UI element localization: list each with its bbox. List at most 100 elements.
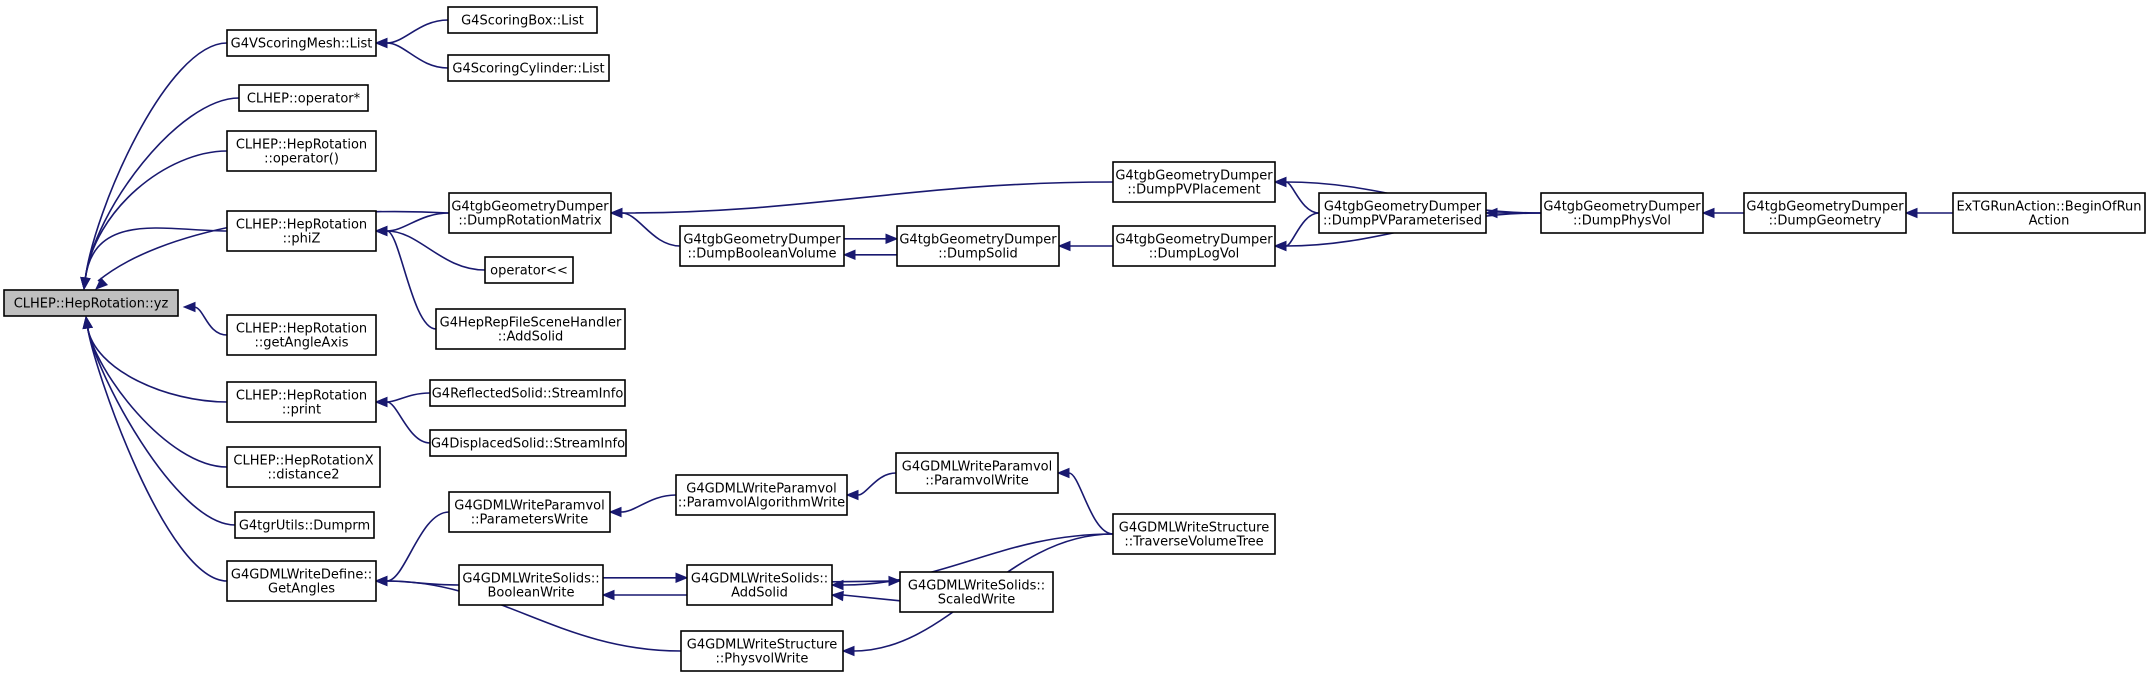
edge-arrowhead (182, 301, 196, 313)
node-getangles[interactable]: G4GDMLWriteDefine::GetAngles (226, 560, 377, 602)
node-label: ::DumpBooleanVolume (688, 247, 837, 262)
edge-distance2-to-yz (82, 315, 228, 468)
edge-arrowhead (82, 315, 93, 330)
node-label: G4tgbGeometryDumper (1115, 169, 1273, 184)
edge-dumpphysvol-to-dumppvparam (1484, 207, 1541, 219)
node-label: CLHEP::HepRotation (236, 389, 367, 404)
node-distance2[interactable]: CLHEP::HepRotationX::distance2 (226, 446, 381, 488)
node-label: G4tgbGeometryDumper (899, 233, 1057, 248)
node-dumppvparam[interactable]: G4tgbGeometryDumper::DumpPVParameterised (1318, 192, 1487, 234)
node-dumpbool[interactable]: G4tgbGeometryDumper::DumpBooleanVolume (679, 225, 845, 267)
node-box (435, 308, 626, 350)
call-nodes: CLHEP::HepRotation::yz G4VScoringMesh::Li… (3, 6, 2146, 672)
edge-arrowhead (1057, 240, 1071, 252)
edge-arrowhead (675, 572, 689, 584)
node-sbox_list[interactable]: G4ScoringBox::List (447, 6, 598, 34)
edge-hrfs_addsolid-to-phiz (374, 225, 437, 330)
node-yz[interactable]: CLHEP::HepRotation::yz (3, 289, 179, 317)
node-box (447, 54, 610, 82)
edge-arrowhead (1904, 207, 1918, 219)
edge-paramvolwrite-to-paramalgo (845, 472, 897, 501)
node-label: G4ScoringCylinder::List (452, 62, 604, 77)
node-box (1112, 161, 1276, 203)
node-box (1743, 192, 1907, 234)
edge-line (386, 212, 450, 232)
edge-beginofrun-to-dumpgeom (1904, 207, 1953, 219)
node-box (448, 491, 611, 533)
node-physvolwrite[interactable]: G4GDMLWriteStructure::PhysvolWrite (680, 630, 844, 672)
node-refl_stream[interactable]: G4ReflectedSolid::StreamInfo (429, 379, 626, 407)
node-traverse[interactable]: G4GDMLWriteStructure::TraverseVolumeTree (1112, 513, 1276, 555)
node-box (1952, 192, 2146, 234)
node-hrfs_addsolid[interactable]: G4HepRepFileSceneHandler::AddSolid (435, 308, 626, 350)
edge-line (621, 181, 1114, 214)
node-dumprotmat[interactable]: G4tgbGeometryDumper::DumpRotationMatrix (448, 192, 612, 234)
node-print[interactable]: CLHEP::HepRotation::print (226, 381, 377, 423)
node-box (484, 256, 574, 284)
edge-dumpbool-to-dumprotmat (609, 207, 681, 247)
node-box (226, 314, 377, 356)
node-dumppvplace[interactable]: G4tgbGeometryDumper::DumpPVPlacement (1112, 161, 1276, 203)
edge-line (84, 150, 228, 280)
edge-line (84, 227, 228, 280)
edge-line (386, 511, 450, 582)
node-box (1112, 513, 1276, 555)
node-box (899, 571, 1054, 613)
node-label: Action (2029, 214, 2070, 229)
edge-traverse-to-paramvolwrite (1056, 467, 1114, 535)
node-rot_op[interactable]: CLHEP::HepRotation::operator() (226, 130, 377, 172)
node-label: ::AddSolid (498, 330, 564, 345)
node-paramvolwrite[interactable]: G4GDMLWriteParamvol::ParamvolWrite (895, 452, 1059, 494)
node-disp_stream[interactable]: G4DisplacedSolid::StreamInfo (429, 429, 627, 457)
node-label: G4GDMLWriteSolids:: (908, 579, 1045, 594)
node-vsm_list[interactable]: G4VScoringMesh::List (226, 29, 377, 57)
edge-dumplogvol-to-dumpsolid (1057, 240, 1114, 252)
node-box (1112, 225, 1276, 267)
node-phiz[interactable]: CLHEP::HepRotation::phiZ (226, 210, 377, 252)
edge-arrowhead (841, 645, 855, 657)
node-dumprm[interactable]: G4tgrUtils::Dumprm (234, 511, 375, 539)
node-label: G4tgbGeometryDumper (683, 233, 841, 248)
node-label: G4tgbGeometryDumper (1746, 200, 1904, 215)
node-op_mul[interactable]: CLHEP::operator* (238, 84, 369, 112)
node-getangleaxis[interactable]: CLHEP::HepRotation::getAngleAxis (226, 314, 377, 356)
edge-dumprm-to-yz (82, 315, 236, 526)
node-box (226, 29, 377, 57)
node-label: ::ParamvolWrite (925, 474, 1029, 489)
edge-vsm_list-to-yz (80, 42, 228, 291)
node-paramwrite[interactable]: G4GDMLWriteParamvol::ParametersWrite (448, 491, 611, 533)
node-box (1540, 192, 1704, 234)
node-box (429, 379, 626, 407)
node-paramalgo[interactable]: G4GDMLWriteParamvol::ParamvolAlgorithmWr… (675, 474, 848, 516)
node-label: G4tgbGeometryDumper (1324, 200, 1482, 215)
node-scyl_list[interactable]: G4ScoringCylinder::List (447, 54, 610, 82)
node-scaledwrite[interactable]: G4GDMLWriteSolids::ScaledWrite (899, 571, 1054, 613)
edge-line (386, 19, 449, 44)
edge-line (621, 212, 681, 247)
node-dumpsolid[interactable]: G4tgbGeometryDumper::DumpSolid (896, 225, 1060, 267)
node-label: G4tgrUtils::Dumprm (239, 519, 370, 534)
node-label: CLHEP::HepRotationX (233, 454, 373, 469)
node-label: CLHEP::HepRotation (236, 322, 367, 337)
edge-line (1068, 472, 1114, 535)
node-label: G4GDMLWriteParamvol (902, 460, 1052, 475)
node-dumpphysvol[interactable]: G4tgbGeometryDumper::DumpPhysVol (1540, 192, 1704, 234)
node-op_stream[interactable]: operator<< (484, 256, 574, 284)
call-edges (80, 19, 1953, 657)
node-label: ScaledWrite (938, 593, 1016, 608)
edge-arrowhead (830, 590, 844, 602)
node-solids_addsolid[interactable]: G4GDMLWriteSolids::AddSolid (686, 564, 833, 606)
node-dumpgeom[interactable]: G4tgbGeometryDumper::DumpGeometry (1743, 192, 1907, 234)
edge-phiz-to-yz (80, 227, 228, 291)
node-box (447, 6, 598, 34)
node-label: G4tgbGeometryDumper (1543, 200, 1701, 215)
node-boolwrite[interactable]: G4GDMLWriteSolids::BooleanWrite (458, 564, 604, 606)
edge-arrowhead (830, 579, 844, 591)
node-box (458, 564, 604, 606)
node-label: ::DumpPVPlacement (1127, 183, 1260, 198)
node-dumplogvol[interactable]: G4tgbGeometryDumper::DumpLogVol (1112, 225, 1276, 267)
node-label: G4GDMLWriteSolids:: (691, 572, 828, 587)
edge-dumppvplace-to-dumprotmat (609, 181, 1114, 219)
edge-arrowhead (1273, 240, 1287, 252)
